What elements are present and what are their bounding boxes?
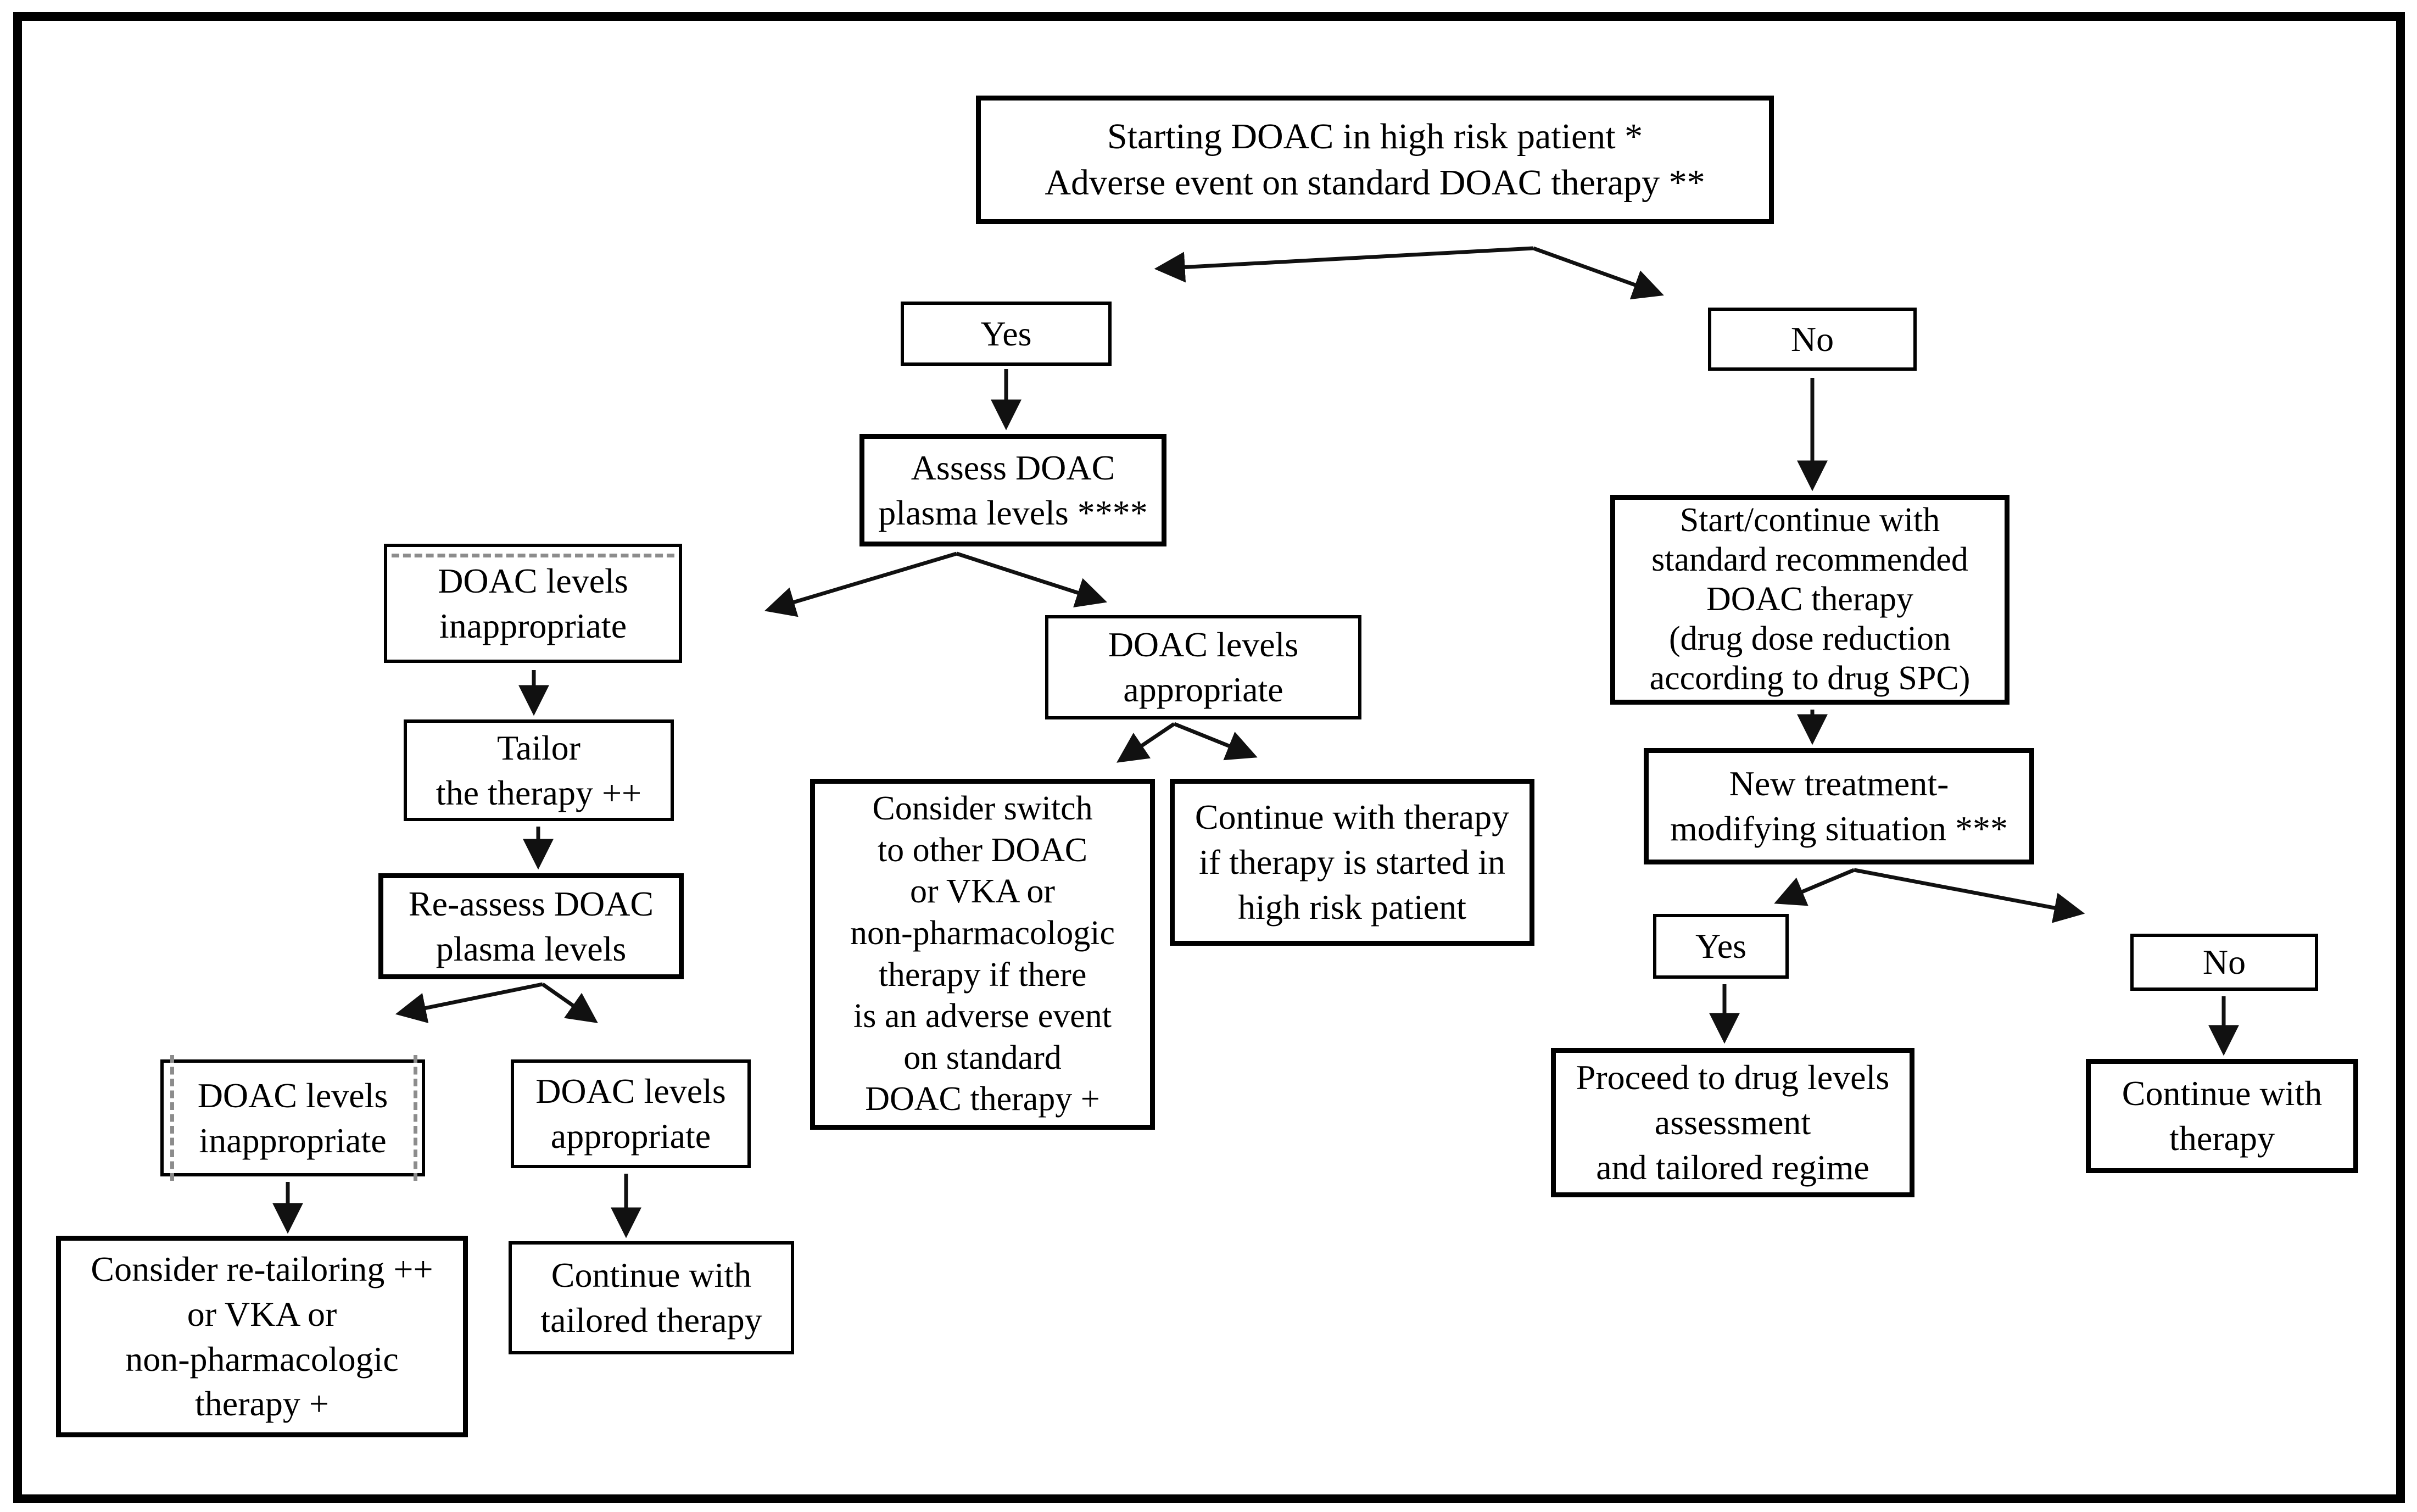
outer-frame: [13, 12, 2405, 1503]
node-inappropriate-2: DOAC levels inappropriate: [160, 1055, 425, 1181]
node-root: Starting DOAC in high risk patient * Adv…: [976, 96, 1774, 224]
dashed-line: [392, 554, 674, 557]
node-inappropriate-2-label: DOAC levels inappropriate: [197, 1075, 388, 1160]
node-no-modify: No: [2130, 934, 2318, 991]
node-new-situation: New treatment- modifying situation ***: [1644, 748, 2034, 864]
node-yes-main: Yes: [901, 302, 1112, 366]
node-reassess: Re-assess DOAC plasma levels: [378, 873, 684, 979]
node-continue-high-risk: Continue with therapy if therapy is star…: [1170, 779, 1534, 946]
node-continue-therapy: Continue with therapy: [2086, 1059, 2358, 1173]
node-tailor: Tailor the therapy ++: [404, 719, 674, 821]
node-appropriate-mid: DOAC levels appropriate: [1045, 615, 1361, 719]
node-appropriate-low: DOAC levels appropriate: [511, 1059, 751, 1168]
dashed-line: [414, 1055, 417, 1181]
node-yes-modify: Yes: [1653, 914, 1789, 979]
node-consider-retailoring: Consider re-tailoring ++ or VKA or non-p…: [56, 1236, 468, 1437]
node-inappropriate-1: DOAC levels inappropriate: [384, 544, 682, 663]
node-no-main: No: [1708, 308, 1917, 371]
node-standard-therapy: Start/continue with standard recommended…: [1610, 495, 2009, 705]
node-inappropriate-1-label: DOAC levels inappropriate: [438, 561, 628, 645]
dashed-line: [170, 1055, 174, 1181]
node-proceed: Proceed to drug levels assessment and ta…: [1551, 1048, 1914, 1197]
node-continue-tailored: Continue with tailored therapy: [509, 1241, 794, 1354]
node-assess: Assess DOAC plasma levels ****: [859, 434, 1166, 546]
node-consider-switch: Consider switch to other DOAC or VKA or …: [810, 779, 1155, 1130]
